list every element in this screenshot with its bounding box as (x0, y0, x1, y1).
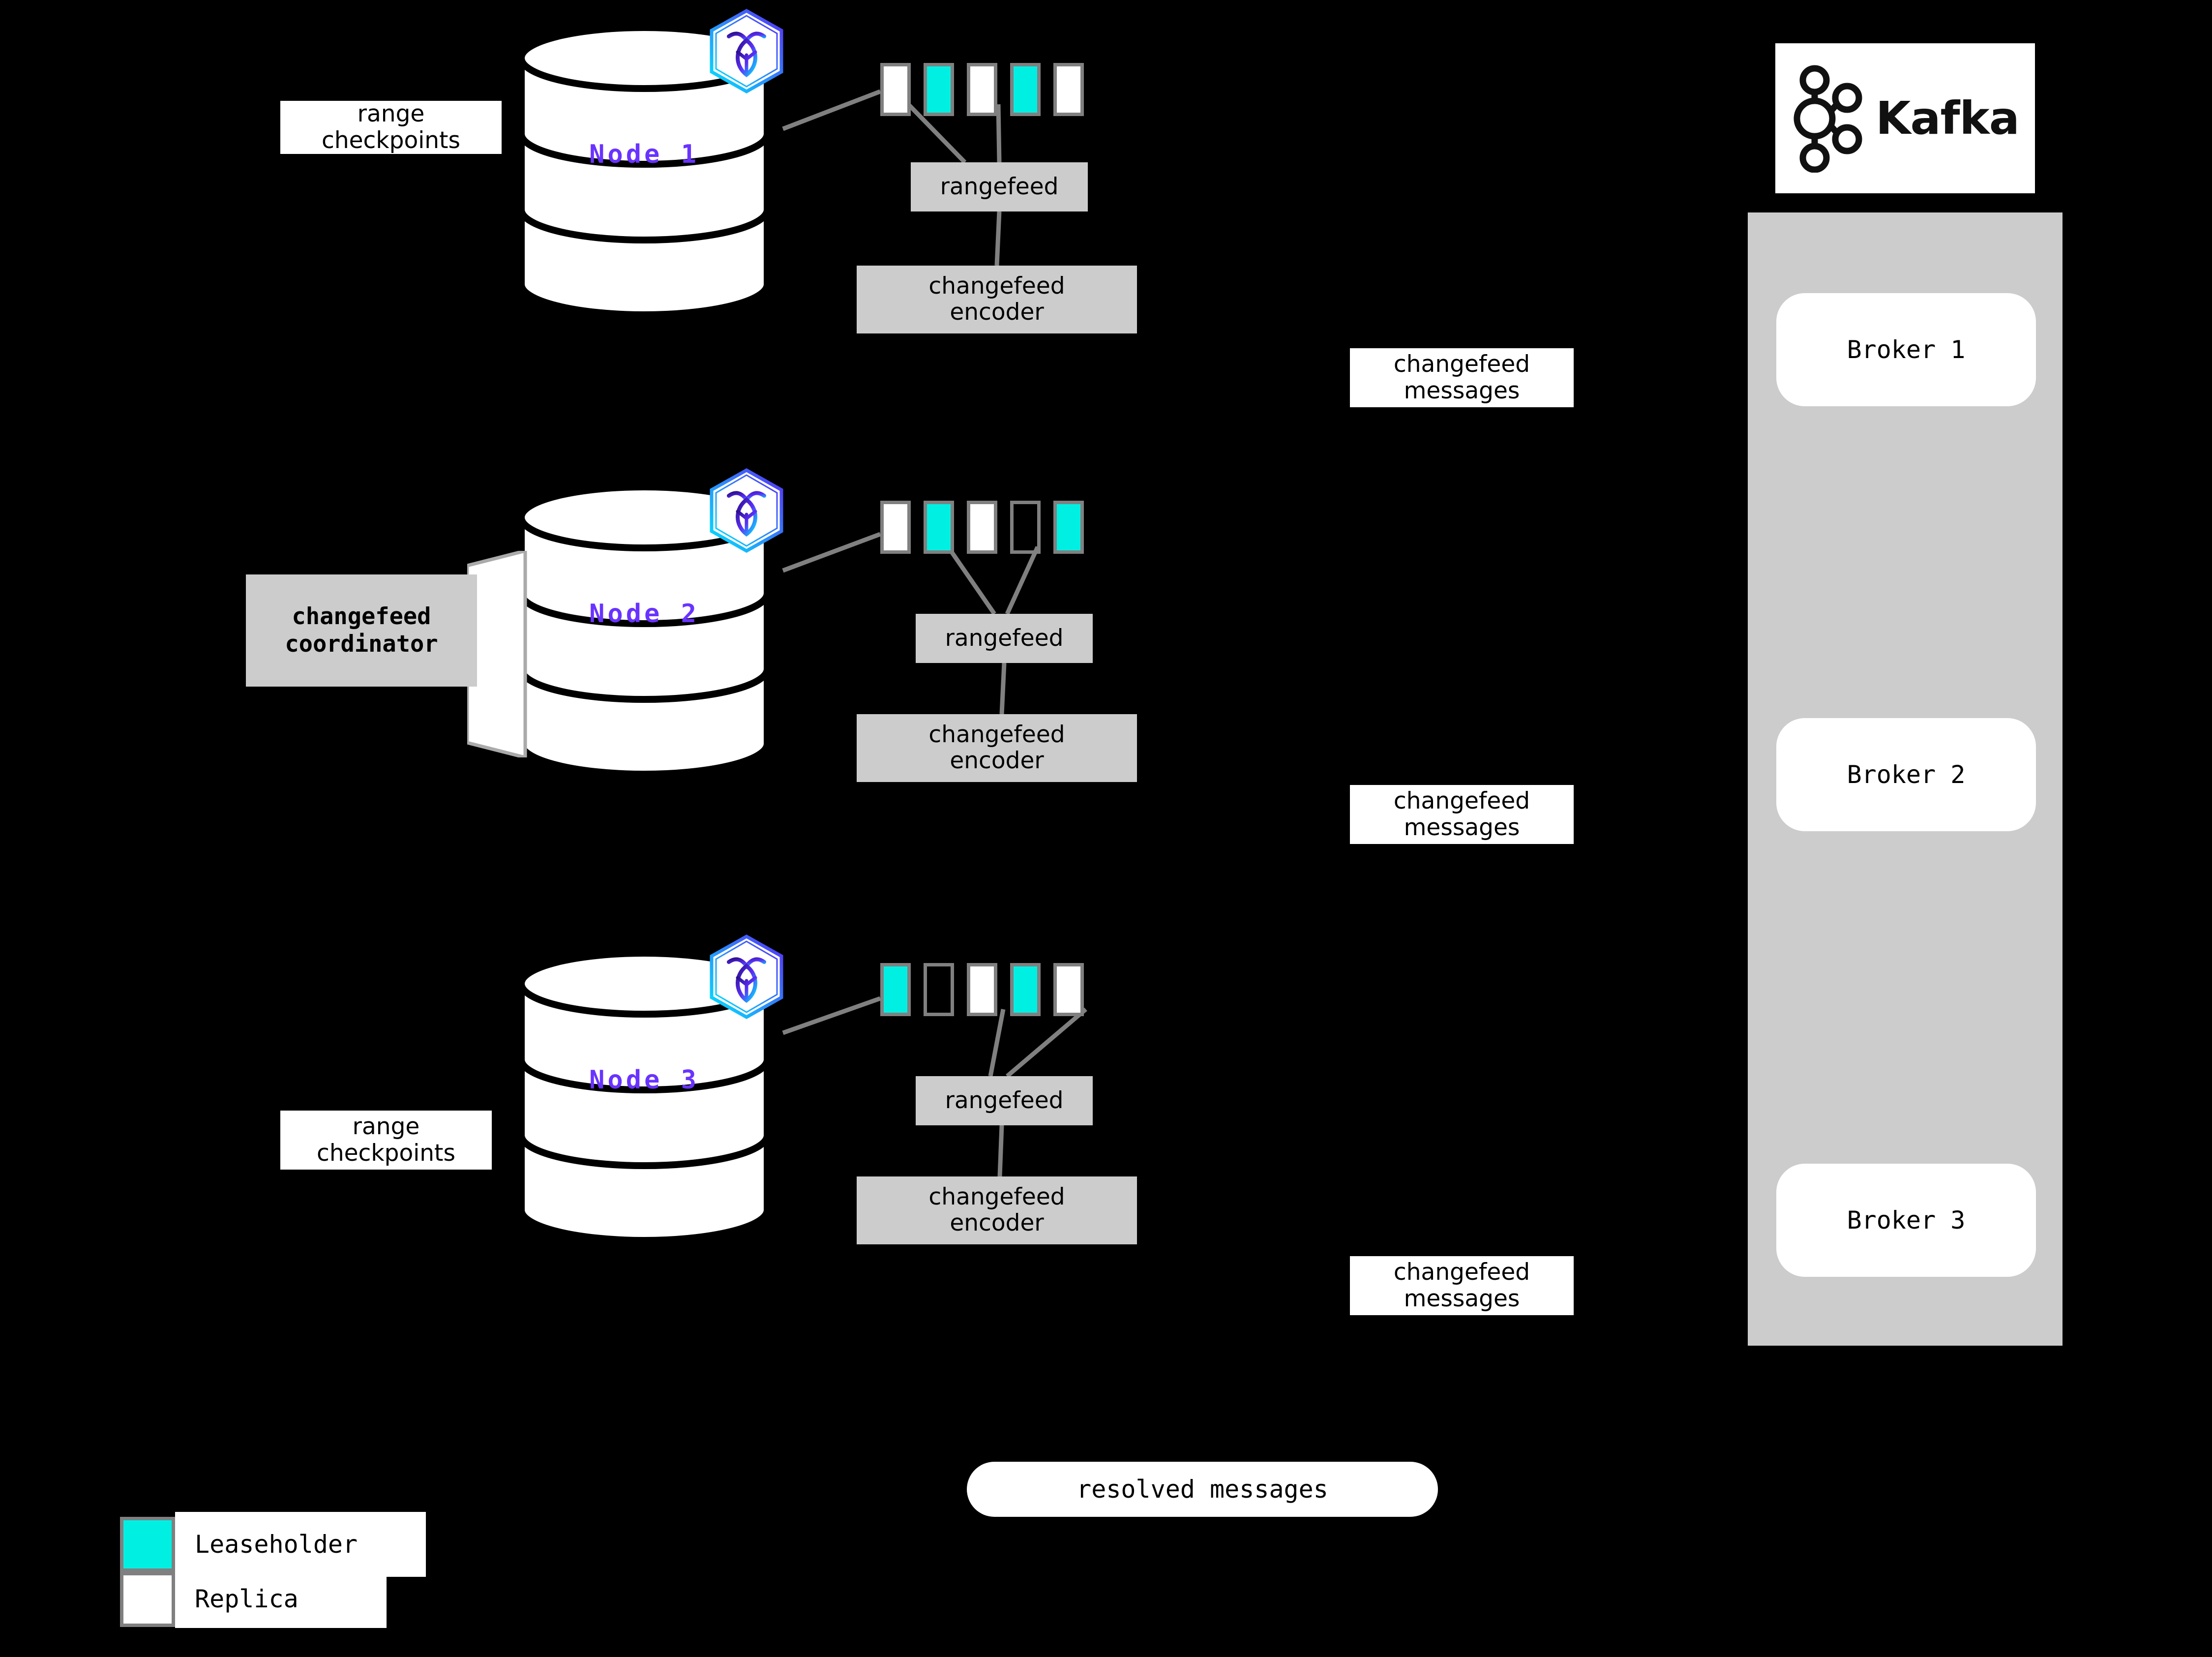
node-3-rangefeed-box[interactable]: rangefeed (916, 1076, 1093, 1125)
kafka-logo: Kafka (1775, 43, 2035, 193)
range-box[interactable] (1010, 63, 1041, 116)
legend-swatch-leaseholder (120, 1517, 175, 1572)
range-box[interactable] (1053, 501, 1084, 554)
range-box[interactable] (880, 501, 911, 554)
node-2-ranges (880, 501, 1084, 554)
node-3-changefeed-messages-label: changefeed messages (1350, 1256, 1574, 1315)
node-1-label: Node 1 (589, 140, 699, 169)
node-1-cylinder: Node 1 (516, 24, 772, 319)
legend-swatch-replica (120, 1572, 175, 1627)
node-3-cylinder: Node 3 (516, 949, 772, 1244)
node-1-changefeed-encoder-box[interactable]: changefeed encoder (857, 266, 1137, 333)
kafka-broker-2[interactable]: Broker 2 (1776, 718, 2036, 831)
node-3-label: Node 3 (589, 1065, 699, 1095)
changefeed-coordinator-callout[interactable]: changefeed coordinator (246, 574, 477, 687)
cockroachdb-logo-icon (707, 8, 786, 94)
resolved-messages-pill: resolved messages (967, 1462, 1438, 1517)
range-box[interactable] (967, 63, 997, 116)
node-2-cylinder: Node 2 (516, 483, 772, 778)
kafka-wordmark: Kafka (1876, 92, 2020, 145)
node-2-changefeed-messages-label: changefeed messages (1350, 785, 1574, 844)
kafka-broker-3[interactable]: Broker 3 (1776, 1164, 2036, 1277)
range-box[interactable] (967, 501, 997, 554)
node-1-rangefeed-box[interactable]: rangefeed (911, 162, 1088, 211)
legend-label-leaseholder: Leaseholder (175, 1512, 426, 1577)
legend-label-replica: Replica (175, 1570, 387, 1628)
node-3-range-checkpoints-label: range checkpoints (280, 1111, 492, 1170)
range-box[interactable] (1053, 63, 1084, 116)
kafka-broker-1[interactable]: Broker 1 (1776, 293, 2036, 406)
node-2-label: Node 2 (589, 599, 699, 629)
cockroachdb-logo-icon (707, 934, 786, 1020)
range-box[interactable] (880, 63, 911, 116)
range-box[interactable] (1053, 963, 1084, 1016)
range-box[interactable] (1010, 501, 1041, 554)
range-box[interactable] (924, 501, 954, 554)
cockroachdb-logo-icon (707, 467, 786, 554)
range-box[interactable] (924, 963, 954, 1016)
range-box[interactable] (967, 963, 997, 1016)
node-1-changefeed-messages-label: changefeed messages (1350, 348, 1574, 407)
coordinator-pointer-icon (467, 551, 527, 757)
range-box[interactable] (924, 63, 954, 116)
node-2-changefeed-encoder-box[interactable]: changefeed encoder (857, 714, 1137, 782)
kafka-inbound-arrowhead (2060, 329, 2100, 350)
range-box[interactable] (880, 963, 911, 1016)
node-3-ranges (880, 963, 1084, 1016)
node-3-changefeed-encoder-box[interactable]: changefeed encoder (857, 1176, 1137, 1244)
kafka-node-graph-icon (1794, 65, 1862, 173)
node-1-range-checkpoints-label: range checkpoints (280, 101, 502, 154)
node-2-rangefeed-box[interactable]: rangefeed (916, 614, 1093, 663)
node-1-ranges (880, 63, 1084, 116)
range-box[interactable] (1010, 963, 1041, 1016)
